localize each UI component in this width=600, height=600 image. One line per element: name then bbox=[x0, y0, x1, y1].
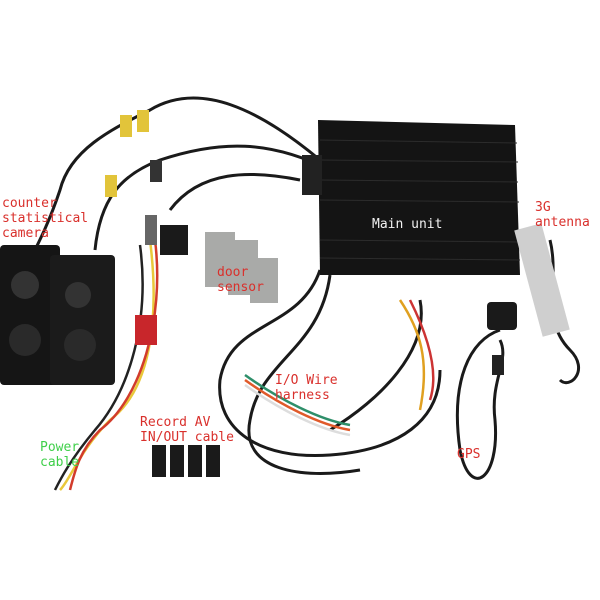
label-line: IN/OUT cable bbox=[140, 430, 234, 445]
label-line: antenna bbox=[535, 215, 590, 230]
cables bbox=[28, 96, 581, 480]
label-line: counter bbox=[2, 196, 57, 211]
av-connectors bbox=[105, 110, 220, 477]
label-line: I/O Wire bbox=[275, 373, 338, 388]
door-sensors bbox=[205, 232, 278, 303]
label-line: door bbox=[217, 265, 249, 280]
label-line: sensor bbox=[217, 280, 264, 295]
label-line: 3G bbox=[535, 200, 551, 215]
label-line: statistical bbox=[2, 211, 89, 226]
label-line: Power bbox=[40, 440, 80, 455]
gps-module bbox=[487, 302, 517, 375]
counter-cameras bbox=[0, 245, 115, 385]
io-harness-wires bbox=[244, 299, 435, 437]
label-line: camera bbox=[2, 226, 49, 241]
main-unit-device bbox=[302, 120, 521, 275]
label-line: cable bbox=[40, 455, 80, 470]
label-main-unit: Main unit bbox=[372, 217, 443, 232]
label-line: Record AV bbox=[140, 415, 211, 430]
3g-antenna bbox=[514, 223, 570, 337]
power-wires bbox=[53, 239, 159, 491]
label-line: harness bbox=[275, 388, 330, 403]
label-gps: GPS bbox=[457, 447, 481, 462]
